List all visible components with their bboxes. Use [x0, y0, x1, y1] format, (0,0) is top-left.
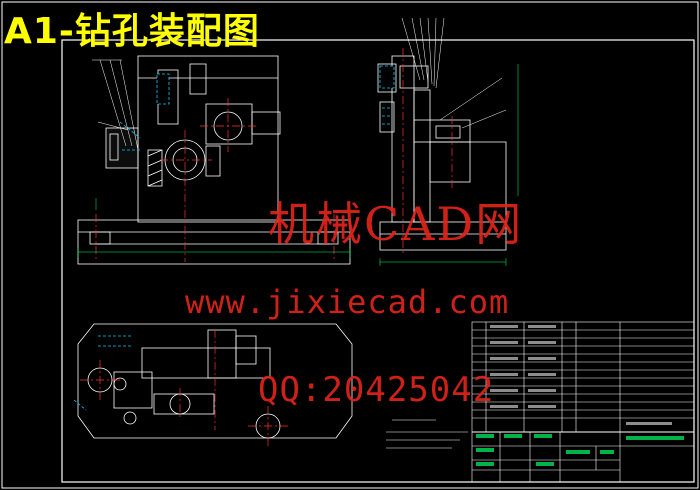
watermark-qq: QQ:20425042 [258, 370, 495, 410]
front-view-leaders [92, 59, 139, 151]
front-view-dimensions [77, 198, 351, 258]
technical-notes [386, 419, 468, 449]
drawing-title: A1-钻孔装配图 [4, 11, 260, 52]
side-view-leaders [401, 17, 507, 129]
watermark-url: www.jixiecad.com [185, 283, 510, 321]
front-view-centerlines [95, 98, 335, 262]
title-block [471, 321, 695, 483]
side-view-dimensions [379, 64, 519, 266]
watermark-site-name: 机械CAD网 [268, 197, 524, 251]
side-view-centerlines [402, 48, 453, 254]
title-block-cells [476, 434, 684, 466]
top-view-centerlines [80, 330, 288, 446]
side-view-hidden [379, 65, 395, 125]
front-view-hidden [119, 73, 170, 151]
side-view [377, 55, 507, 251]
inner-border [61, 39, 695, 483]
parts-list-cells [490, 325, 672, 425]
top-view-hidden [73, 335, 132, 411]
